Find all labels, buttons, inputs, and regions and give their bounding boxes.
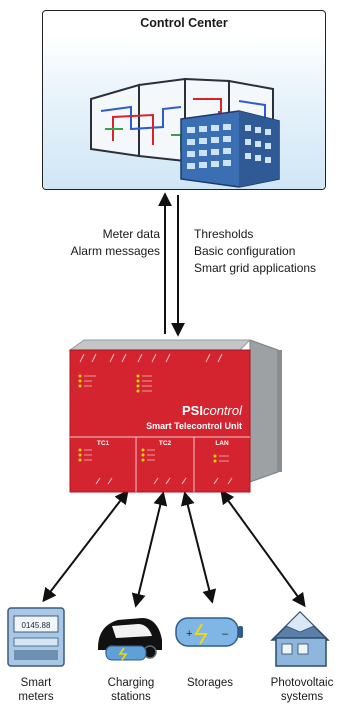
- downlink-label-thresholds: Thresholds: [194, 227, 254, 241]
- arrow-to-photovoltaic: [220, 489, 306, 608]
- unit-brand-italic: control: [203, 403, 243, 418]
- unit-subtitle: Smart Telecontrol Unit: [146, 421, 242, 431]
- uplink-labels: Meter data Alarm messages: [71, 226, 160, 260]
- downlink-labels: Thresholds Basic configuration Smart gri…: [194, 226, 316, 277]
- smart-meter-icon: 0145.88: [7, 607, 65, 667]
- device-label-smart-meters: Smart meters: [8, 676, 64, 704]
- device-label-line: Storages: [186, 677, 234, 689]
- svg-text:–: –: [222, 628, 229, 640]
- device-label-charging-stations: Charging stations: [96, 676, 166, 704]
- section-label-tc1: TC1: [97, 440, 110, 447]
- solar-house-icon: [270, 610, 330, 667]
- device-label-line: meters: [18, 691, 54, 703]
- device-label-line: Photovoltaic: [270, 677, 334, 689]
- device-label-storages: Storages: [178, 676, 242, 690]
- smart-meter-display: 0145.88: [22, 621, 51, 630]
- device-label-photovoltaic: Photovoltaic systems: [266, 676, 338, 704]
- device-label-line: Smart: [20, 677, 52, 689]
- building-icon: [180, 110, 280, 188]
- uplink-label-alarm-messages: Alarm messages: [70, 244, 160, 258]
- downlink-label-smart-grid: Smart grid applications: [194, 261, 317, 275]
- device-label-line: Charging: [107, 677, 155, 689]
- uplink-label-meter-data: Meter data: [102, 227, 160, 241]
- ev-car-icon: [98, 618, 162, 661]
- unit-brand-bold: PSI: [182, 403, 203, 418]
- control-room-illustration: [90, 77, 280, 188]
- section-label-lan: LAN: [215, 440, 229, 447]
- downlink-label-basic-configuration: Basic configuration: [194, 244, 296, 258]
- arrow-to-smart-meters: [42, 489, 129, 603]
- device-label-line: systems: [280, 691, 324, 703]
- svg-text:+: +: [186, 628, 192, 640]
- control-center-box: Control Center: [42, 10, 326, 190]
- arrow-to-charging-stations: [131, 491, 168, 608]
- battery-icon: + –: [175, 617, 243, 647]
- unit-brand: PSIcontrol: [182, 403, 243, 418]
- control-center-title: Control Center: [140, 16, 228, 30]
- section-label-tc2: TC2: [159, 440, 172, 447]
- device-label-line: stations: [111, 691, 151, 703]
- arrow-to-storages: [180, 491, 217, 604]
- unit-front-panel: [69, 349, 251, 493]
